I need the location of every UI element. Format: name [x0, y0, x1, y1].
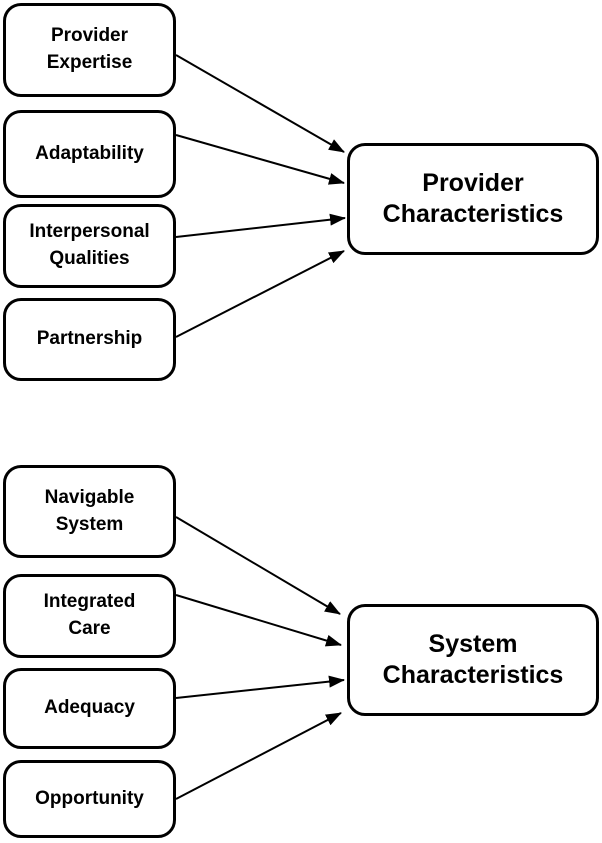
arrow-adaptability-to-provider-characteristics [175, 134, 345, 185]
node-label: System Characteristics [382, 629, 564, 689]
node-integrated-care: Integrated Care [3, 574, 176, 658]
node-label: Adaptability [35, 142, 144, 164]
node-adaptability: Adaptability [3, 110, 176, 198]
arrow-adequacy-to-system-characteristics [175, 675, 345, 699]
node-label: Navigable System [44, 486, 135, 535]
node-opportunity: Opportunity [3, 760, 176, 838]
node-label: Integrated Care [43, 591, 136, 639]
node-provider-expertise: Provider Expertise [3, 3, 176, 97]
node-label: Partnership [36, 328, 143, 350]
node-label: Interpersonal Qualities [29, 221, 150, 269]
arrow-partnership-to-provider-characteristics [175, 250, 345, 338]
arrow-navigable-system-to-system-characteristics [175, 516, 341, 615]
arrow-opportunity-to-system-characteristics [175, 712, 342, 800]
node-label: Opportunity [35, 787, 144, 809]
node-label: Provider Characteristics [382, 168, 564, 228]
node-label: Provider Expertise [46, 25, 133, 73]
node-provider-characteristics: Provider Characteristics [347, 143, 599, 255]
node-adequacy: Adequacy [3, 668, 176, 749]
arrow-provider-expertise-to-provider-characteristics [175, 54, 345, 153]
node-system-characteristics: System Characteristics [347, 604, 599, 716]
arrow-interpersonal-qualities-to-provider-characteristics [175, 213, 346, 238]
arrow-integrated-care-to-system-characteristics [175, 594, 342, 647]
node-partnership: Partnership [3, 298, 176, 381]
node-interpersonal-qualities: Interpersonal Qualities [3, 204, 176, 288]
node-label: Adequacy [44, 697, 135, 719]
node-navigable-system: Navigable System [3, 465, 176, 558]
